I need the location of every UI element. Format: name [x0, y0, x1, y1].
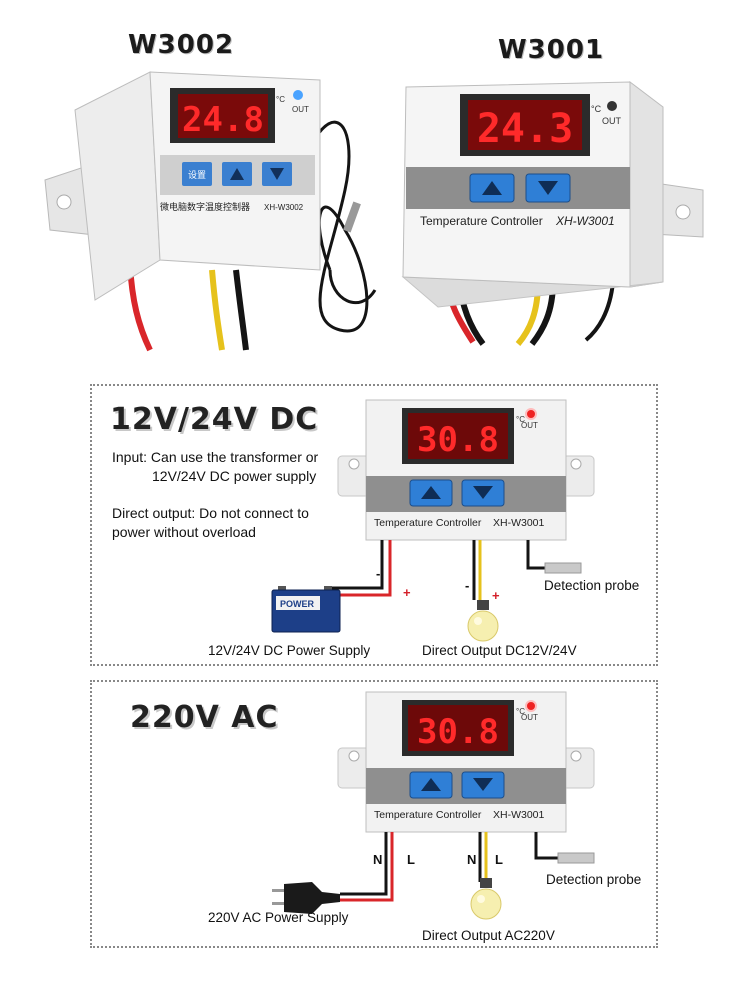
dc-input-note-line1: Input: Can use the transformer or	[112, 449, 319, 465]
ac-power-label: 220V AC Power Supply	[208, 910, 349, 925]
ac-controller: 30.8 °C OUT Temperature Controller XH-W3…	[337, 691, 595, 833]
ac-wiring	[340, 832, 595, 902]
w3001-down-icon	[538, 181, 558, 195]
w3001-panel-model: XH-W3001	[555, 214, 615, 228]
dc-controller-panel-text: Temperature Controller	[374, 517, 482, 529]
ac-controller-panel-text: Temperature Controller	[374, 809, 482, 821]
dc-output-label: Direct Output DC12V/24V	[422, 643, 577, 658]
dc-input-note: Input: Can use the transformer or 12V/24…	[112, 448, 342, 486]
dc-minus-output: -	[465, 578, 470, 593]
dc-down-icon	[473, 486, 493, 499]
ac-section-box	[90, 680, 658, 948]
model-title-w3002: W3002	[128, 30, 235, 60]
dc-plus-output: +	[492, 588, 500, 603]
ac-controller-model: XH-W3001	[493, 809, 545, 821]
dc-controller-display: 30.8	[417, 420, 499, 460]
w3002-out: OUT	[292, 105, 309, 114]
w3001-unit: °C	[591, 104, 602, 114]
ac-down-icon	[473, 778, 493, 791]
dc-wiring	[330, 540, 582, 600]
ac-controller-out: OUT	[521, 713, 538, 722]
dc-controller-model: XH-W3001	[493, 517, 545, 529]
dc-up-icon	[421, 486, 441, 499]
ac-n-power: N	[373, 852, 383, 867]
dc-controller: 30.8 °C OUT Temperature Controller XH-W3…	[337, 399, 595, 541]
ac-section-title: 220V AC	[130, 700, 279, 735]
dc-output-note-line2: power without overload	[112, 524, 256, 540]
ac-probe-label: Detection probe	[546, 872, 642, 887]
w3001-up-icon	[482, 181, 502, 195]
dc-controller-out: OUT	[521, 421, 538, 430]
w3001-panel-text: Temperature Controller	[420, 214, 543, 228]
w3002-unit: °C	[276, 95, 285, 104]
dc-probe-label: Detection probe	[544, 578, 640, 593]
dc-minus-power: -	[376, 566, 381, 581]
w3002-panel-chinese: 微电脑数字温度控制器	[160, 201, 250, 212]
dc-power-label: 12V/24V DC Power Supply	[208, 643, 371, 658]
w3002-device: 24.8 °C OUT 设置 微电脑数字温度控制器 XH-W3002	[44, 71, 377, 352]
w3002-up-icon	[230, 168, 244, 180]
dc-section-box	[90, 384, 658, 666]
ac-l-power: L	[407, 852, 415, 867]
battery-text: POWER	[280, 599, 315, 609]
dc-input-note-line2: 12V/24V DC power supply	[152, 468, 317, 484]
ac-n-output: N	[467, 852, 477, 867]
w3002-panel-model: XH-W3002	[264, 203, 304, 212]
ac-controller-display: 30.8	[417, 712, 499, 752]
ac-controller-unit: °C	[516, 707, 525, 716]
w3002-down-icon	[270, 168, 284, 180]
w3002-set-button-label: 设置	[188, 170, 206, 180]
w3001-display: 24.3	[477, 106, 573, 152]
ac-l-output: L	[495, 852, 503, 867]
w3001-out: OUT	[602, 116, 622, 126]
ac-up-icon	[421, 778, 441, 791]
dc-output-note: Direct output: Do not connect to power w…	[112, 504, 342, 542]
dc-output-note-line1: Direct output: Do not connect to	[112, 505, 309, 521]
ac-plug-icon	[272, 882, 340, 914]
w3002-display: 24.8	[182, 100, 264, 140]
model-title-w3001: W3001	[498, 35, 605, 65]
w3001-device: 24.3 °C OUT Temperature Controller XH-W3…	[401, 80, 704, 346]
dc-controller-unit: °C	[516, 415, 525, 424]
ac-bulb-icon	[470, 878, 502, 920]
battery-icon: POWER	[271, 586, 341, 633]
dc-section-title: 12V/24V DC	[110, 402, 319, 437]
dc-bulb-icon	[467, 600, 499, 642]
ac-output-label: Direct Output AC220V	[422, 928, 555, 943]
dc-plus-power: +	[403, 585, 411, 600]
